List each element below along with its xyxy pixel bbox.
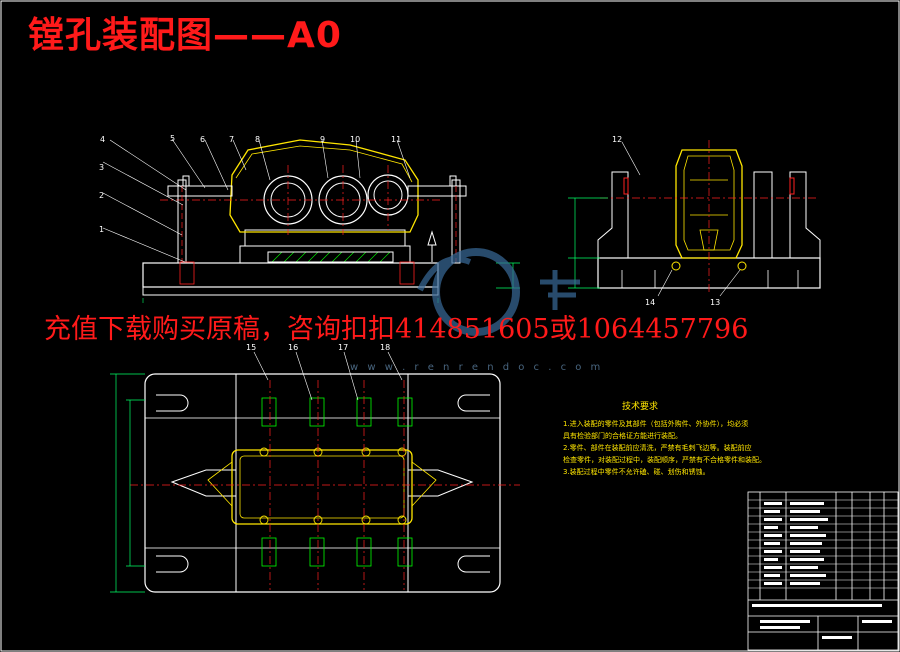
plan-part-labels: 15 16 17 18	[246, 343, 390, 352]
watermark-logo	[417, 248, 580, 336]
part-label: 9	[320, 135, 325, 144]
tech-requirement-line: 具有检验部门的合格证方能进行装配。	[563, 432, 682, 440]
part-label: 18	[380, 343, 390, 352]
part-label: 10	[350, 135, 360, 144]
title-block	[747, 491, 899, 651]
part-label: 1	[99, 225, 104, 234]
drawing-title: 镗孔装配图——A0	[28, 15, 342, 56]
side-part-labels: 12 14 13	[612, 135, 720, 307]
part-label: 17	[338, 343, 348, 352]
part-label: 12	[612, 135, 622, 144]
part-label: 8	[255, 135, 260, 144]
promo-banner: 充值下载购买原稿，咨询扣扣414851605或1064457796	[44, 314, 749, 345]
front-view	[102, 138, 520, 303]
part-label: 15	[246, 343, 256, 352]
part-label: 3	[99, 163, 104, 172]
part-label: 13	[710, 298, 720, 307]
part-label: 4	[100, 135, 105, 144]
part-label: 14	[645, 298, 655, 307]
side-view	[568, 140, 821, 297]
tech-requirements-title: 技术要求	[622, 402, 659, 412]
tech-requirement-line: 1.进入装配的零件及其部件（包括外购件、外协件），均必须	[563, 420, 749, 428]
tech-requirement-line: 检查零件，对装配过程中，装配顺序，严禁有不合格零件和装配。	[563, 456, 766, 464]
watermark-url: w w w . r e n r e n d o c . c o m	[350, 362, 604, 373]
tech-requirement-line: 3.装配过程中零件不允许磕、碰、划伤和锈蚀。	[563, 468, 710, 476]
part-label: 16	[288, 343, 298, 352]
part-label: 7	[229, 135, 234, 144]
plan-view	[110, 351, 520, 593]
part-label: 6	[200, 135, 205, 144]
tech-requirement-line: 2.零件、部件在装配前应清洗，严禁有毛刺飞边等。装配前应	[563, 444, 752, 452]
part-label: 5	[170, 134, 175, 143]
front-part-labels: 4 5 6 7 8 9 10 11 3 2 1	[99, 134, 401, 234]
part-label: 11	[391, 135, 401, 144]
part-label: 2	[99, 191, 104, 200]
